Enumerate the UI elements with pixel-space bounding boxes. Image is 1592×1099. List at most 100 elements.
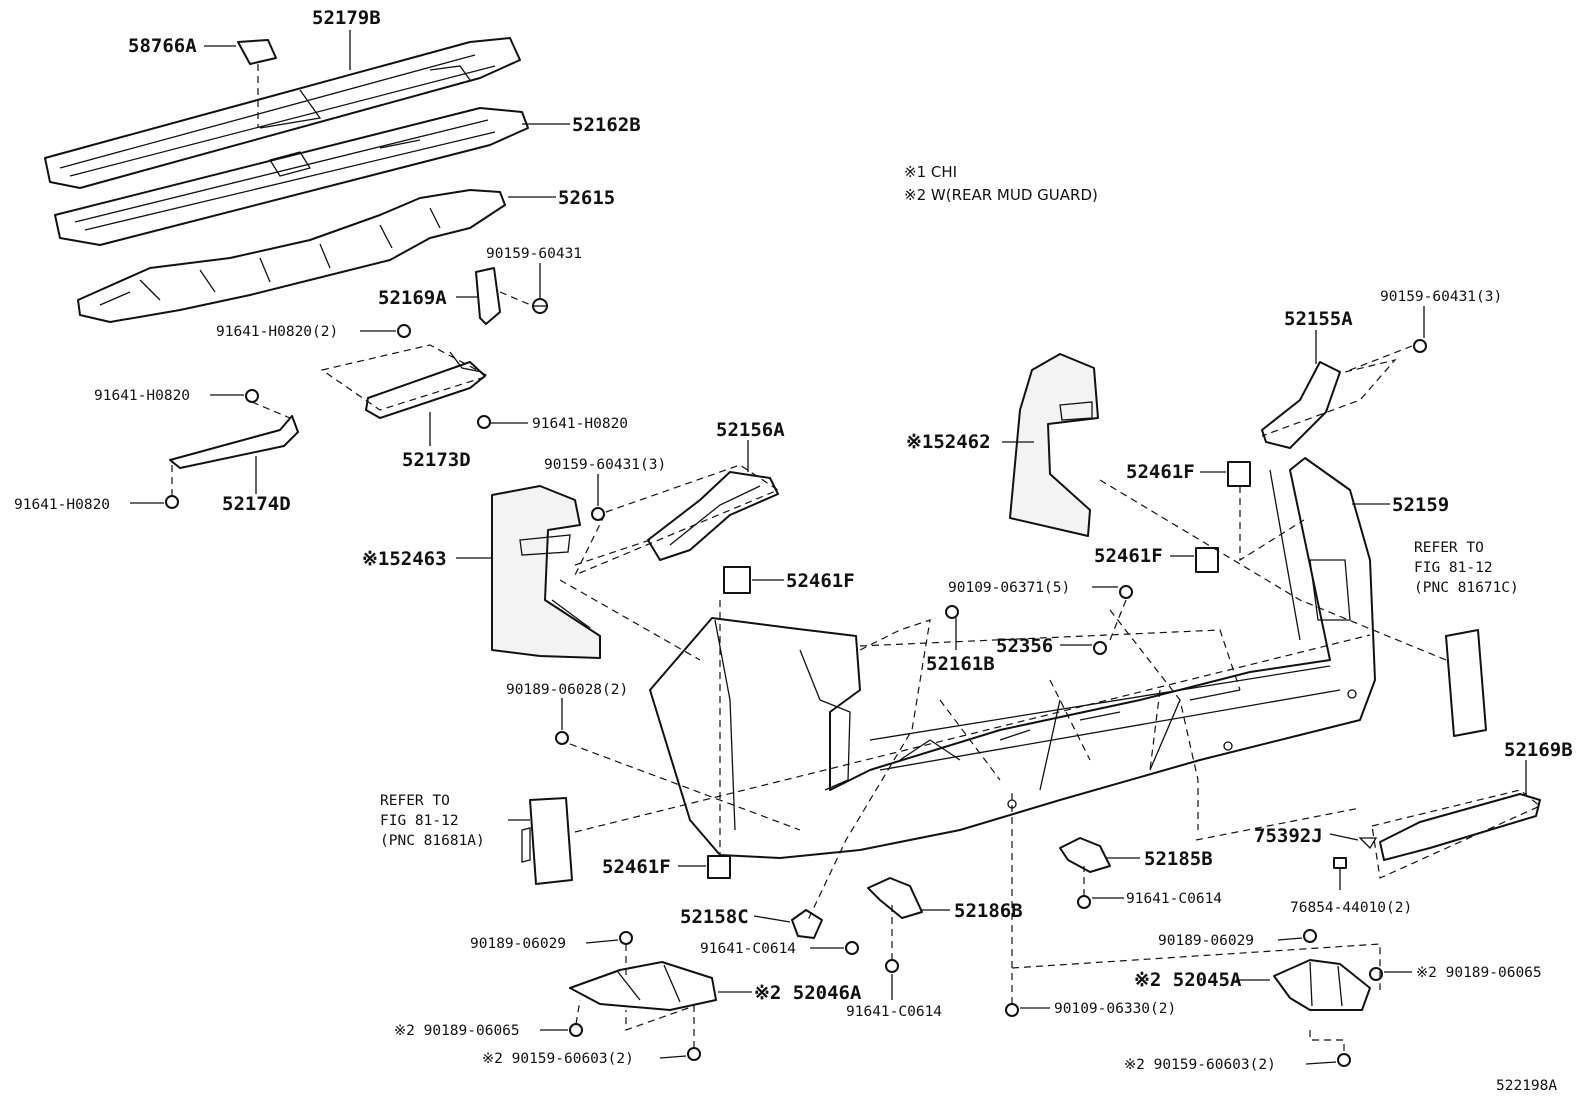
label-52045a: ※2 52045A: [1134, 969, 1242, 991]
label-90159-60603-b: ※2 90159-60603(2): [1124, 1057, 1276, 1073]
label-90159-60431-right: 90159-60431(3): [1380, 289, 1502, 305]
label-refer-right-1: REFER TO: [1414, 540, 1484, 556]
label-91641-h0820-a: 91641-H0820: [532, 416, 628, 432]
label-refer-left-2: FIG 81-12: [380, 813, 459, 829]
bolt-90189-06065-a: [569, 1023, 583, 1037]
part-52161b-clip: [945, 605, 959, 619]
label-90189-06029-a: 90189-06029: [470, 936, 566, 952]
bolt-91641-h0820-2: [397, 324, 411, 338]
label-52046a: ※2 52046A: [754, 982, 862, 1004]
label-90189-06029-b: 90189-06029: [1158, 933, 1254, 949]
part-52158c-bracket: [791, 909, 823, 939]
part-75392j-clip: [1358, 837, 1378, 850]
bolt-90159-60431-right: [1413, 339, 1427, 353]
label-90109-06371: 90109-06371(5): [948, 580, 1070, 596]
label-52463: ※152463: [362, 548, 447, 570]
part-52173d-bracket: [365, 351, 486, 419]
part-52356-nut: [1093, 641, 1107, 655]
label-52461f-a: 52461F: [786, 570, 855, 592]
bolt-90109-06330: [1005, 1003, 1019, 1017]
label-52461f-b: 52461F: [1126, 461, 1195, 483]
part-52169b-trim: [1379, 793, 1541, 861]
part-52461f-pad-b: [1227, 461, 1251, 487]
label-leaders: [130, 30, 1527, 1065]
assembly-dash-lines: [559, 479, 1447, 960]
note-chi: ※1 CHI: [904, 163, 957, 181]
part-52162b-retainer: [54, 107, 529, 246]
label-52159: 52159: [1392, 494, 1449, 516]
label-91641-h0820-b: 91641-H0820: [94, 388, 190, 404]
part-rear-bumper-cover: [649, 457, 1376, 859]
label-52155a: 52155A: [1284, 308, 1353, 330]
label-refer-right-3: (PNC 81671C): [1414, 580, 1519, 596]
part-52046a-mud-guard: [569, 961, 717, 1011]
label-76854-44010: 76854-44010(2): [1290, 900, 1412, 916]
part-52462-side-cover: [1009, 353, 1099, 537]
note-rear-mud-guard: ※2 W(REAR MUD GUARD): [904, 186, 1098, 204]
label-91641-h0820-c: 91641-H0820: [14, 497, 110, 513]
label-90109-06330: 90109-06330(2): [1054, 1001, 1176, 1017]
part-52179b-cover: [44, 37, 521, 189]
part-52156a-bracket: [647, 471, 779, 561]
part-52461f-pad-d: [707, 855, 731, 879]
label-refer-left-1: REFER TO: [380, 793, 450, 809]
label-52462: ※152462: [906, 431, 991, 453]
label-52186b: 52186B: [954, 900, 1023, 922]
label-90159-60431-top: 90159-60431: [486, 246, 582, 262]
bolt-91641-h0820-a: [477, 415, 491, 429]
bolt-90189-06065-b: [1369, 967, 1383, 981]
figure-id: 522198A: [1496, 1078, 1557, 1094]
part-52174d-bracket: [169, 415, 299, 469]
label-52173d: 52173D: [402, 449, 471, 471]
part-52169a-bracket: [475, 267, 501, 325]
bolt-91641-h0820-b: [245, 389, 259, 403]
bolt-90159-60603-a: [687, 1047, 701, 1061]
part-52461f-pad-a: [723, 566, 751, 594]
part-labels: 52179B 58766A 52162B 52615 90159-60431 5…: [14, 7, 1573, 1094]
part-52185b-bracket: [1059, 837, 1111, 873]
label-refer-left-3: (PNC 81681A): [380, 833, 485, 849]
bolt-90159-60431-mid: [591, 507, 605, 521]
label-90189-06028: 90189-06028(2): [506, 682, 628, 698]
label-90159-60603-a: ※2 90159-60603(2): [482, 1051, 634, 1067]
label-52179b: 52179B: [312, 7, 381, 29]
label-52162b: 52162B: [572, 114, 641, 136]
bolt-91641-c0614-a: [1077, 895, 1091, 909]
part-52615-absorber: [77, 189, 506, 323]
bolt-91641-h0820-c: [165, 495, 179, 509]
label-90159-60431-mid: 90159-60431(3): [544, 457, 666, 473]
part-52186b-bracket: [867, 877, 923, 919]
part-52045a-mud-guard: [1273, 959, 1371, 1011]
label-52169b: 52169B: [1504, 739, 1573, 761]
reflector-right: [1445, 629, 1487, 737]
bolt-91641-c0614-b: [885, 959, 899, 973]
label-90189-06065-a: ※2 90189-06065: [394, 1023, 520, 1039]
part-52461f-pad-c: [1195, 547, 1219, 573]
label-91641-c0614-c: 91641-C0614: [700, 941, 796, 957]
label-91641-c0614-b: 91641-C0614: [846, 1004, 942, 1020]
part-76854-clip: [1333, 857, 1347, 869]
label-52185b: 52185B: [1144, 848, 1213, 870]
label-91641-c0614-a: 91641-C0614: [1126, 891, 1222, 907]
label-52615: 52615: [558, 187, 615, 209]
label-58766a: 58766A: [128, 35, 197, 57]
bolt-90159-60431-top: [532, 298, 548, 314]
label-52169a: 52169A: [378, 287, 447, 309]
part-58766a-clip: [237, 39, 277, 65]
label-52156a: 52156A: [716, 419, 785, 441]
label-52461f-c: 52461F: [1094, 545, 1163, 567]
label-52158c: 52158C: [680, 906, 749, 928]
bolt-90109-06371: [1119, 585, 1133, 599]
bolt-90189-06028: [555, 731, 569, 745]
part-52463-side-cover: [491, 485, 601, 659]
bolt-90189-06029-b: [1303, 929, 1317, 943]
label-91641-h0820-2: 91641-H0820(2): [216, 324, 338, 340]
label-52461f-d: 52461F: [602, 856, 671, 878]
label-refer-right-2: FIG 81-12: [1414, 560, 1493, 576]
bolt-90189-06029-a: [619, 931, 633, 945]
label-52174d: 52174D: [222, 493, 291, 515]
reflector-left: [521, 797, 573, 885]
label-52356: 52356: [996, 635, 1053, 657]
bolt-90159-60603-b: [1337, 1053, 1351, 1067]
